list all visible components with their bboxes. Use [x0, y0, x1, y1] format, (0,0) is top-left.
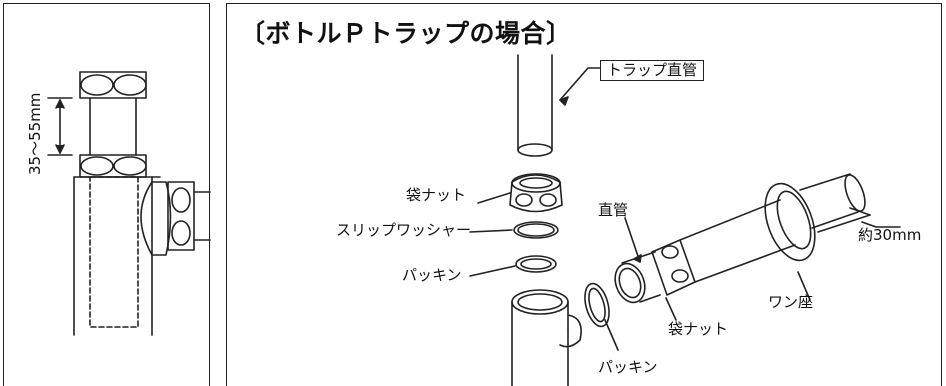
packing-ring-bottom [584, 282, 610, 328]
slip-washer-ring [513, 221, 559, 239]
label-packing-left: パッキン [402, 266, 462, 284]
label-straight-pipe: 直管 [598, 201, 629, 219]
upper-nut [79, 71, 147, 99]
label-wan-seat: ワン座 [768, 293, 814, 311]
label-approx-30mm: 約30mm [858, 226, 922, 244]
label-bag-nut-top: 袋ナット [406, 186, 467, 204]
dimension-label: 35〜55mm [26, 92, 44, 175]
page-title: 〔ボトルＰトラップの場合〕 [240, 19, 572, 48]
label-packing-bottom: パッキン [598, 358, 658, 376]
bottle-trap-body [511, 289, 582, 386]
label-slip-washer: スリップワッシャー [336, 221, 472, 239]
trap-straight-pipe-drawing [517, 54, 601, 157]
label-bag-nut-bottom: 袋ナット [668, 320, 729, 338]
packing-ring-left [515, 255, 557, 273]
left-trap-detail [47, 71, 211, 336]
right-exploded-panel [226, 3, 942, 386]
left-detail-panel [3, 3, 210, 386]
top-bag-nut-drawing [477, 173, 563, 213]
hidden-inner-pipe [89, 176, 139, 328]
outlet-pipe-assembly [614, 173, 901, 321]
label-trap-straight-pipe: トラップ直管 [600, 60, 705, 81]
